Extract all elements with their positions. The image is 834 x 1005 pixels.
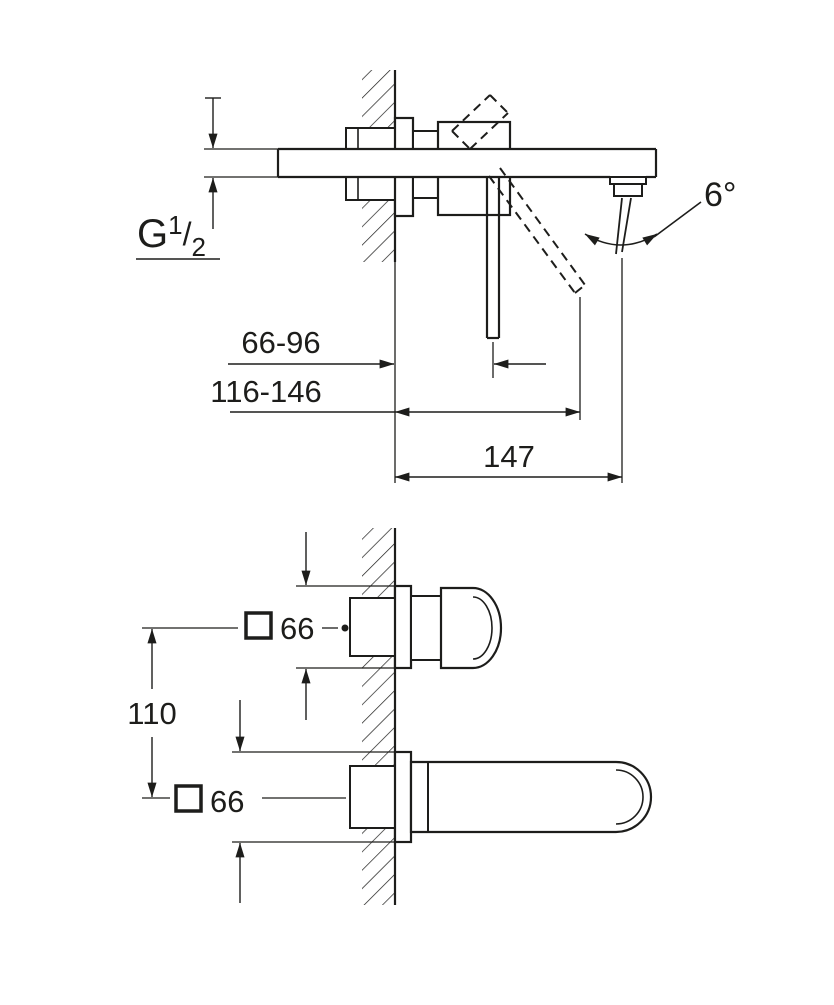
spout-unit (349, 750, 653, 844)
dim-147-label: 147 (483, 439, 535, 474)
angle-label: 6° (704, 176, 737, 214)
top-view: G1/2 66-96 116-146 147 6° (136, 70, 737, 483)
dim-handle-plate-66: 66 (244, 532, 395, 720)
dim-spout-plate-label: 66 (210, 784, 244, 819)
bottom-view: 66 110 66 (127, 528, 653, 905)
dim-110: 110 (127, 627, 238, 799)
set-screw-dot (341, 624, 349, 632)
dim-handle-plate-label: 66 (280, 611, 314, 646)
lever-swung-dashed (488, 167, 586, 294)
angle-annotation: 6° (584, 176, 737, 246)
wall-hatch-bottom (362, 528, 397, 905)
dim-147: 147 (394, 258, 623, 483)
dim-spout-plate-66: 66 (174, 700, 395, 903)
dim-116-146: 116-146 (210, 297, 581, 420)
square-profile-icon (174, 784, 203, 813)
dim-116-146-label: 116-146 (210, 374, 321, 409)
dim-thread: G1/2 (136, 97, 279, 262)
dim-66-96-label: 66-96 (241, 325, 320, 360)
dim-66-96: 66-96 (228, 325, 546, 378)
handle-unit (341, 584, 503, 670)
aerator (609, 176, 647, 197)
lever-closed (485, 177, 501, 340)
thread-size-label: G1/2 (137, 210, 206, 262)
dim-110-label: 110 (127, 696, 176, 731)
lever-raised-dashed (451, 94, 509, 150)
spout-side (276, 147, 658, 179)
square-profile-icon (244, 611, 273, 640)
